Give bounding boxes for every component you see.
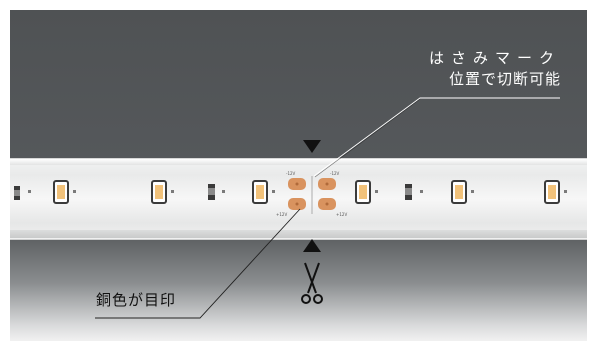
triangle-down-icon bbox=[303, 140, 321, 153]
strip-top-edge bbox=[10, 159, 587, 165]
led-chip bbox=[252, 180, 275, 204]
scissors-icon bbox=[301, 262, 323, 304]
led-chip bbox=[451, 180, 474, 204]
led-chip bbox=[151, 180, 174, 204]
led-chip bbox=[53, 180, 76, 204]
strip-bottom-edge bbox=[10, 230, 587, 238]
led-chip bbox=[355, 180, 378, 204]
led-chip bbox=[208, 184, 225, 200]
gradient-background bbox=[10, 236, 587, 341]
leader-line-top bbox=[313, 97, 560, 177]
leader-line-bottom bbox=[95, 208, 301, 319]
copper-pads: -12V -12V +12V +12V bbox=[276, 171, 347, 217]
pad-label: -12V bbox=[286, 171, 296, 176]
led-chip bbox=[544, 180, 567, 204]
leader-line-top-shadow bbox=[314, 98, 421, 178]
pad-label: +12V bbox=[336, 212, 347, 217]
led-chip bbox=[405, 184, 423, 200]
triangle-up-icon bbox=[303, 239, 321, 252]
callout-line-1: はさみマーク bbox=[428, 49, 561, 67]
cut-position-callout: はさみマーク 位置で切断可能 bbox=[429, 48, 561, 90]
pad-label: +12V bbox=[276, 212, 287, 217]
copper-marker-callout: 銅色が目印 bbox=[96, 291, 177, 309]
callout-line-2: 位置で切断可能 bbox=[448, 70, 561, 88]
pad-label: -12V bbox=[330, 171, 340, 176]
dark-background bbox=[10, 10, 587, 160]
led-chip bbox=[14, 186, 31, 200]
